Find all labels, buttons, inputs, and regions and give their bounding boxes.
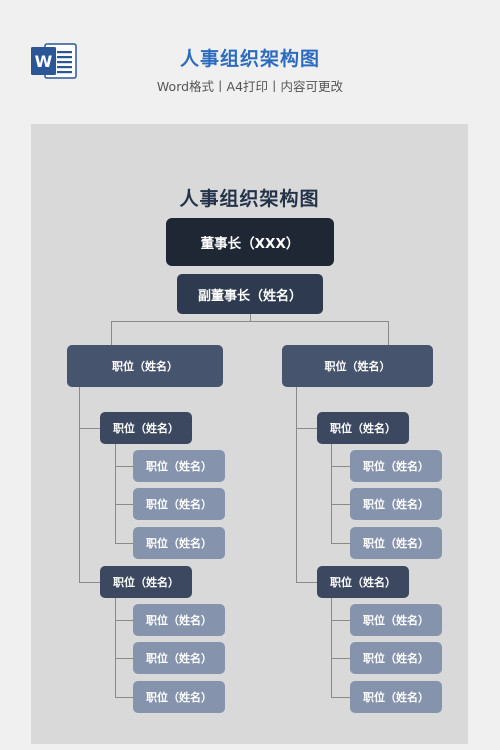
connector [331, 598, 332, 697]
branch-left-box: 职位（姓名） [67, 345, 223, 387]
word-icon: W [31, 43, 77, 79]
connector [331, 504, 350, 505]
header: W 人事组织架构图 Word格式丨A4打印丨内容可更改 [0, 0, 500, 110]
document-page: 人事组织架构图 董事长（XXX） 副董事长（姓名） 职位（姓名） 职位（姓名） … [31, 124, 468, 744]
connector [388, 321, 389, 345]
member-box: 职位（姓名） [350, 681, 442, 713]
vice-chairman-box: 副董事长（姓名） [177, 274, 323, 314]
member-box: 职位（姓名） [133, 450, 225, 482]
connector [79, 582, 100, 583]
connector [296, 428, 317, 429]
branch-right-box: 职位（姓名） [282, 345, 433, 387]
connector [115, 504, 133, 505]
member-box: 职位（姓名） [133, 642, 225, 674]
connector [296, 582, 317, 583]
chairman-box: 董事长（XXX） [166, 218, 334, 266]
connector [331, 543, 350, 544]
group-box: 职位（姓名） [100, 412, 192, 444]
connector [115, 444, 116, 543]
connector [296, 387, 297, 582]
connector [331, 444, 332, 543]
header-title: 人事组织架构图 [179, 48, 320, 70]
member-box: 职位（姓名） [133, 527, 225, 559]
connector [331, 466, 350, 467]
member-box: 职位（姓名） [350, 604, 442, 636]
group-box: 职位（姓名） [317, 412, 409, 444]
connector [331, 658, 350, 659]
connector [115, 466, 133, 467]
connector [331, 697, 350, 698]
word-icon-letter: W [35, 52, 53, 71]
connector [111, 321, 112, 345]
group-box: 职位（姓名） [100, 566, 192, 598]
connector [250, 314, 251, 321]
member-box: 职位（姓名） [133, 604, 225, 636]
document-title: 人事组织架构图 [179, 188, 320, 210]
member-box: 职位（姓名） [350, 642, 442, 674]
header-subtitle: Word格式丨A4打印丨内容可更改 [156, 79, 344, 94]
member-box: 职位（姓名） [133, 488, 225, 520]
member-box: 职位（姓名） [350, 450, 442, 482]
connector [115, 620, 133, 621]
connector [115, 598, 116, 697]
connector [331, 620, 350, 621]
connector [79, 387, 80, 582]
member-box: 职位（姓名） [350, 527, 442, 559]
member-box: 职位（姓名） [133, 681, 225, 713]
connector [111, 321, 388, 322]
connector [115, 658, 133, 659]
connector [79, 428, 100, 429]
group-box: 职位（姓名） [317, 566, 409, 598]
connector [115, 543, 133, 544]
connector [115, 697, 133, 698]
member-box: 职位（姓名） [350, 488, 442, 520]
